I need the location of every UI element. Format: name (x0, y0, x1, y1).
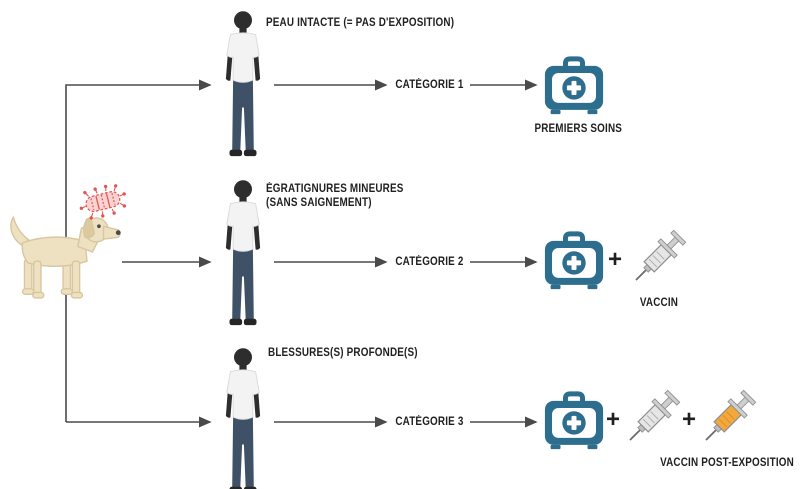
vaccin-label: VACCIN (639, 297, 679, 309)
exposure-label-2: ÉGRATIGNURES MINEURES (SANS SAIGNEMENT) (266, 182, 404, 211)
exposure-label-1: PEAU INTACTE (= PAS D'EXPOSITION) (266, 16, 454, 30)
exposure-label-3-line1: BLESSURES(S) PROFONDE(S) (268, 347, 418, 359)
category-2-label: CATÉGORIE 2 (395, 256, 464, 268)
syringe-icon (626, 226, 690, 290)
person-icon (216, 179, 270, 329)
category-3-label: CATÉGORIE 3 (395, 416, 464, 428)
person-icon (216, 10, 270, 160)
category-1-label: CATÉGORIE 1 (395, 79, 464, 91)
plus-sign: + (606, 406, 621, 433)
syringe-icon (620, 386, 684, 450)
first-aid-kit-icon (542, 56, 606, 117)
syringe-orange-icon (696, 386, 760, 450)
dog-icon (4, 206, 124, 309)
person-icon (216, 347, 270, 489)
premiers-soins-label: PREMIERS SOINS (534, 123, 623, 135)
vaccin-post-exposition-label: VACCIN POST-EXPOSITION (660, 457, 794, 469)
exposure-label-1-line1: PEAU INTACTE (= PAS D'EXPOSITION) (266, 17, 455, 29)
plus-sign: + (682, 406, 697, 433)
exposure-label-2-line1: ÉGRATIGNURES MINEURES (266, 183, 404, 195)
exposure-label-2-line2: (SANS SAIGNEMENT) (266, 197, 372, 210)
first-aid-kit-icon (542, 391, 606, 452)
plus-sign: + (608, 246, 623, 273)
first-aid-kit-icon (542, 231, 606, 292)
rabies-virus-icon (74, 184, 132, 220)
exposure-label-3: BLESSURES(S) PROFONDE(S) (268, 346, 418, 360)
